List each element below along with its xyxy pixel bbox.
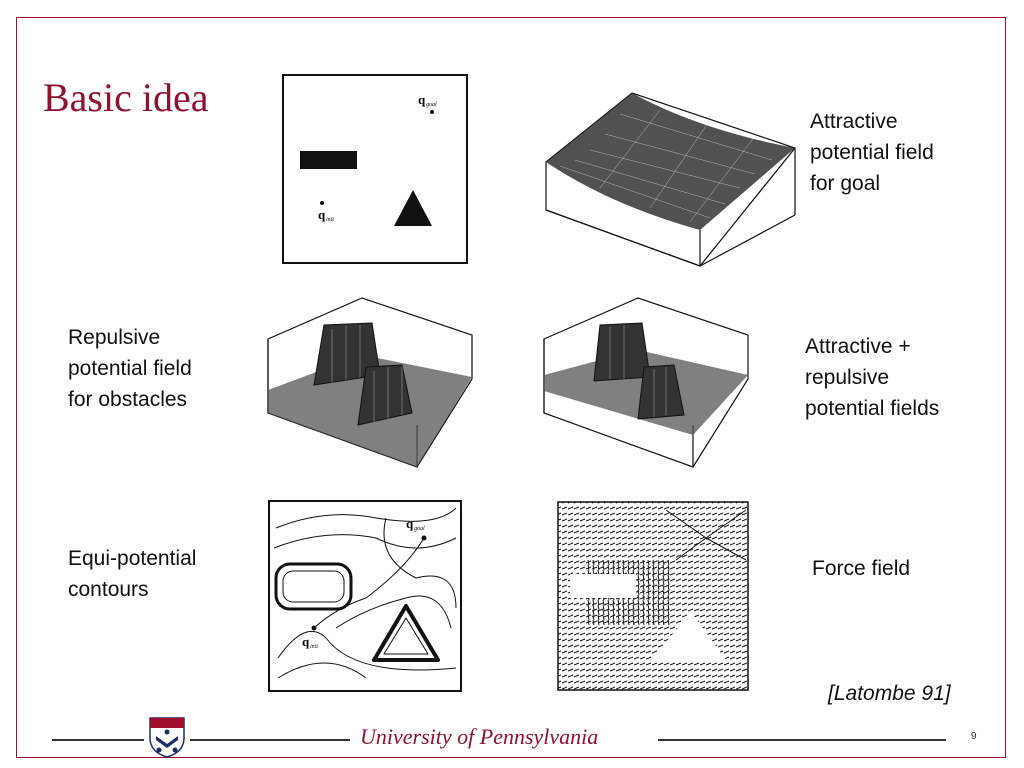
contours-figure: q goal q init [268,500,462,692]
svg-text:q: q [302,634,310,649]
svg-text:q: q [406,516,414,531]
footer-rule-left [52,739,144,741]
workspace-figure: q goal q init [282,74,468,264]
force-field-figure [557,501,749,691]
combined-surface-figure [543,297,749,468]
triangle-obstacle [394,190,432,226]
citation: [Latombe 91] [828,682,951,705]
footer-rule-mid [190,739,350,741]
init-label: q [318,207,326,222]
footer-rule-right [658,739,946,741]
page-number: 9 [971,731,977,742]
slide-title: Basic idea [43,75,209,120]
goal-subscript: goal [426,102,437,108]
caption-combined: Attractive + repulsive potential fields [805,335,940,420]
svg-text:goal: goal [414,526,425,532]
caption-attractive: Attractive potential field for goal [810,110,934,195]
svg-text:init: init [310,644,318,650]
caption-repulsive: Repulsive potential field for obstacles [68,326,192,411]
university-shield-icon [149,717,185,758]
init-point [320,201,324,205]
goal-point [430,110,434,114]
goal-label: q [418,92,426,107]
footer-university: University of Pennsylvania [360,724,599,749]
attractive-surface-figure [545,92,797,267]
repulsive-surface-figure [267,297,473,468]
slide-frame [16,17,1006,758]
caption-force: Force field [812,557,911,580]
rectangle-obstacle [300,151,357,169]
caption-contours: Equi-potential contours [68,547,197,601]
init-subscript: init [326,217,334,223]
